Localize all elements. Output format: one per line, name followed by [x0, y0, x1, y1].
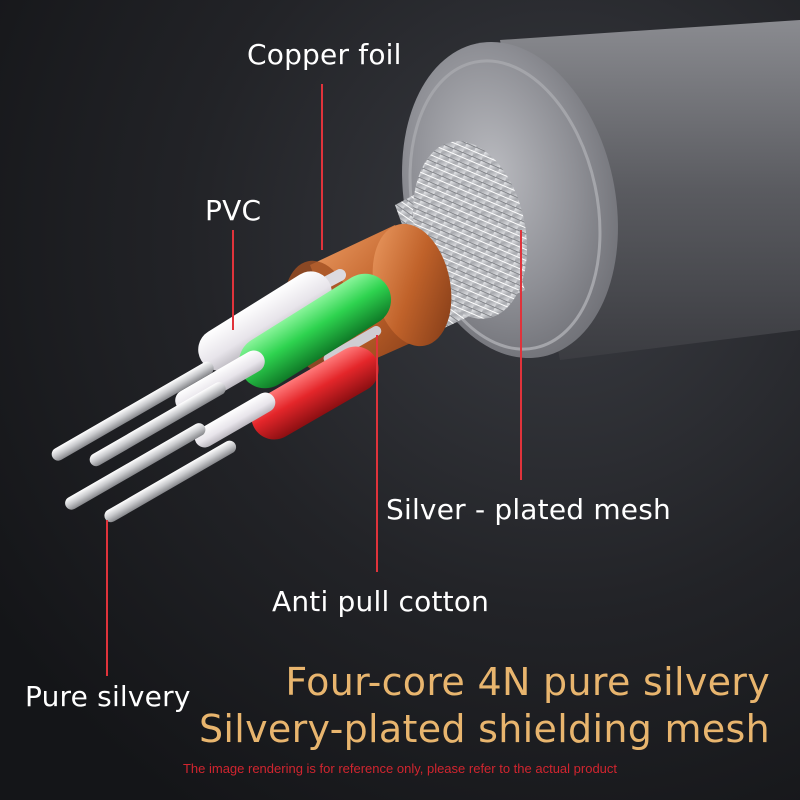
leader-lines [106, 84, 522, 676]
label-copper-foil: Copper foil [247, 38, 402, 71]
label-pure-silvery: Pure silvery [25, 680, 191, 713]
label-silver-plated-mesh: Silver - plated mesh [386, 493, 671, 526]
silver-conductors [51, 361, 237, 523]
disclaimer-text: The image rendering is for reference onl… [182, 761, 618, 776]
headline-line-1: Four-core 4N pure silvery [285, 660, 770, 704]
green-core [238, 273, 392, 389]
label-pvc: PVC [205, 194, 262, 227]
headline-line-2: Silvery-plated shielding mesh [198, 707, 770, 751]
label-anti-pull-cotton: Anti pull cotton [272, 585, 490, 618]
red-core [251, 346, 379, 440]
pvc-white-core [198, 271, 332, 371]
